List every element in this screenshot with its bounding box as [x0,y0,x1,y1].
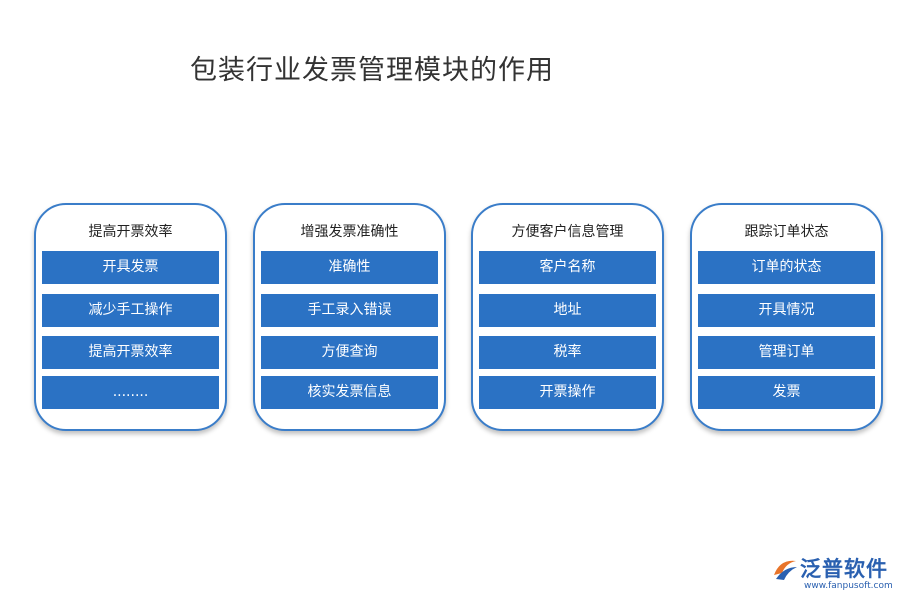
card-item[interactable]: 减少手工操作 [42,294,219,327]
card-item[interactable]: 发票 [698,376,875,409]
card-item[interactable]: 订单的状态 [698,251,875,284]
card-item[interactable]: 开具情况 [698,294,875,327]
card-customer-info: 方便客户信息管理 客户名称 地址 税率 开票操作 [471,203,664,431]
card-title: 增强发票准确性 [300,224,399,240]
card-item[interactable]: ........ [42,376,219,409]
card-title: 提高开票效率 [88,224,173,240]
card-item[interactable]: 地址 [479,294,656,327]
page-title: 包装行业发票管理模块的作用 [190,55,554,86]
card-item[interactable]: 开具发票 [42,251,219,284]
logo-name: 泛普软件 [800,557,888,581]
fanpu-logo-icon [774,560,797,580]
fanpusoft-logo: 泛普软件 www.fanpusoft.com [770,553,893,593]
card-item[interactable]: 方便查询 [261,336,438,369]
card-item[interactable]: 开票操作 [479,376,656,409]
card-order-tracking: 跟踪订单状态 订单的状态 开具情况 管理订单 发票 [690,203,883,431]
card-invoice-accuracy: 增强发票准确性 准确性 手工录入错误 方便查询 核实发票信息 [253,203,446,431]
card-item[interactable]: 税率 [479,336,656,369]
card-invoice-efficiency: 提高开票效率 开具发票 减少手工操作 提高开票效率 ........ [34,203,227,431]
card-title: 方便客户信息管理 [511,224,624,240]
card-title: 跟踪订单状态 [744,224,829,240]
card-item[interactable]: 提高开票效率 [42,336,219,369]
logo-url: www.fanpusoft.com [804,581,893,591]
card-item[interactable]: 客户名称 [479,251,656,284]
card-item[interactable]: 准确性 [261,251,438,284]
card-item[interactable]: 核实发票信息 [261,376,438,409]
card-item[interactable]: 管理订单 [698,336,875,369]
card-item[interactable]: 手工录入错误 [261,294,438,327]
